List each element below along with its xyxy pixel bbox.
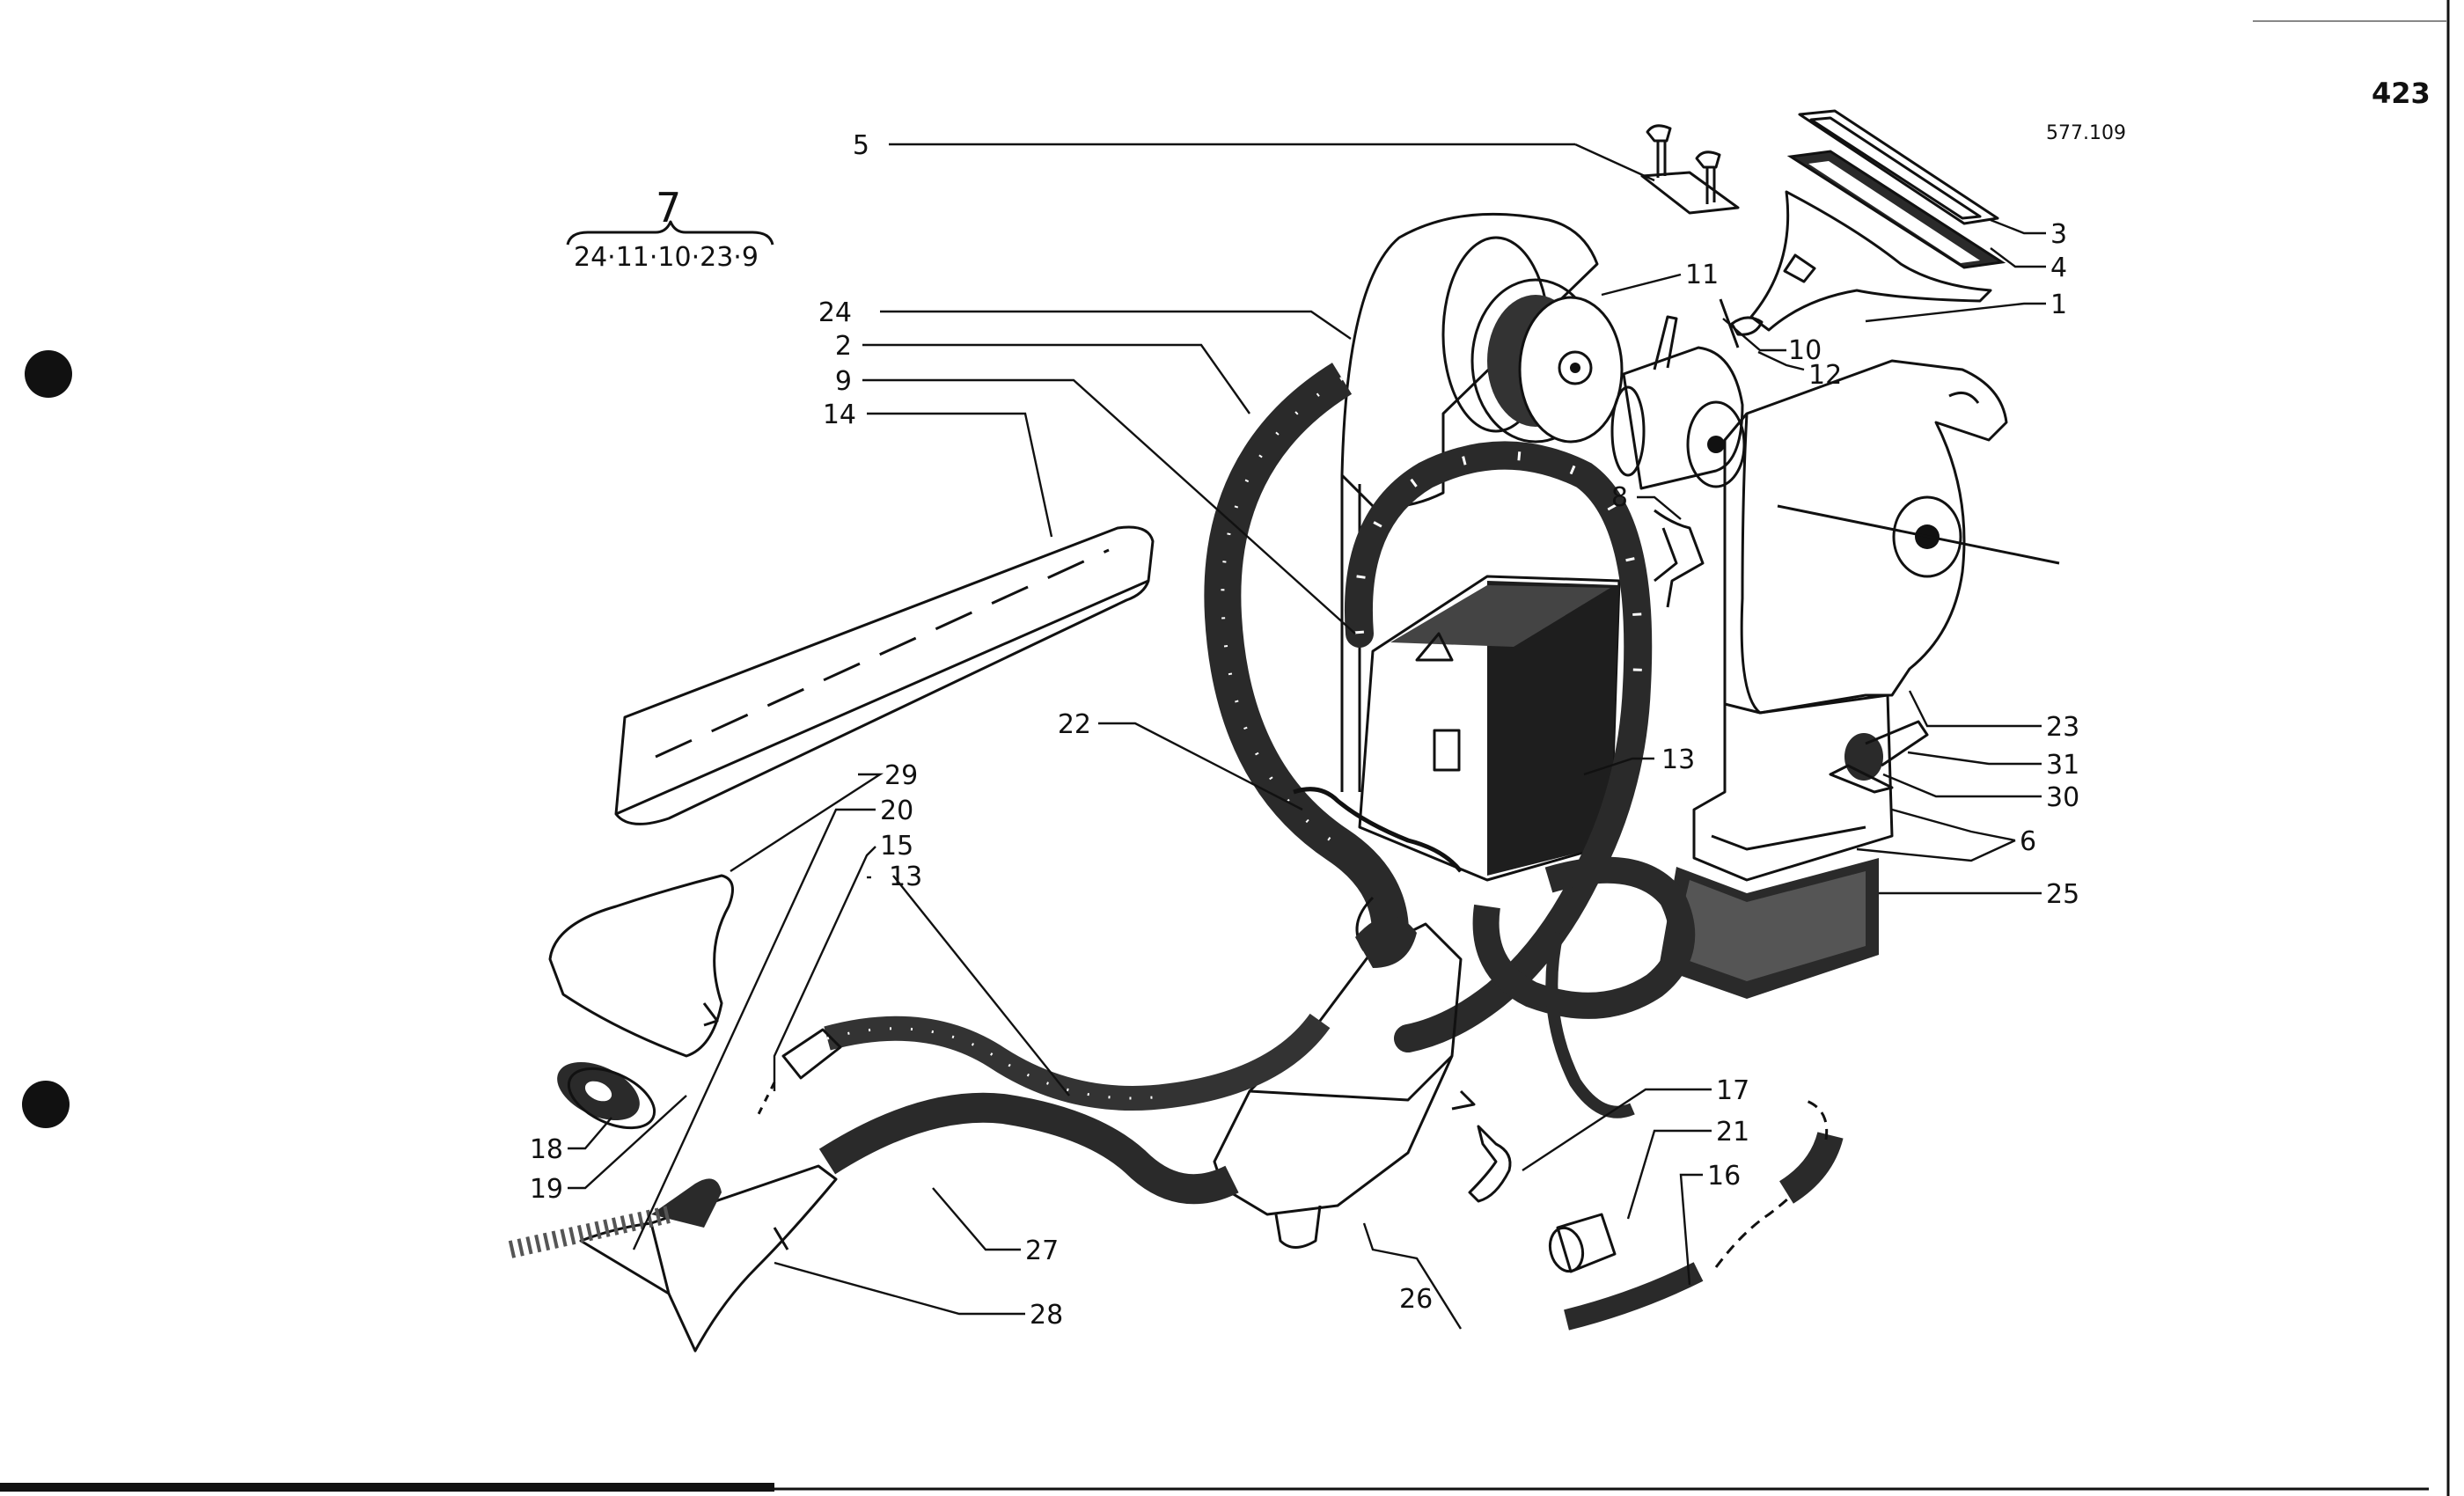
binder-hole-top	[25, 350, 72, 398]
callout-25: 25	[2046, 879, 2079, 910]
callout-labels: 5 3 4 1 24 11 10 12 2 9 14 8 22 13 23 31…	[530, 130, 2079, 1331]
callout-13-lower: 13	[889, 862, 922, 892]
binder-hole-bottom	[22, 1081, 70, 1128]
callout-19: 19	[530, 1174, 563, 1205]
adjuster-spindle-part-30	[1829, 764, 1894, 794]
hose-part-16	[1564, 1098, 1844, 1331]
blower-wheel-part-11	[1470, 278, 1624, 444]
outlet-grille-part-3	[1798, 109, 1999, 225]
defroster-nozzle-part-14	[614, 525, 1155, 825]
callout-12: 12	[1808, 360, 1842, 391]
leader-lines	[568, 143, 2046, 1330]
heater-core-part-9	[1358, 575, 1621, 882]
callout-11: 11	[1685, 260, 1719, 290]
callout-22: 22	[1058, 709, 1091, 740]
vent-cover-part-29	[548, 874, 734, 1058]
callout-10: 10	[1788, 335, 1822, 366]
air-duct-part-1	[1749, 190, 1992, 332]
hose-loop-part-13	[1472, 856, 1696, 1118]
callout-8: 8	[1611, 482, 1628, 513]
callout-31: 31	[2046, 750, 2079, 781]
callout-18: 18	[530, 1134, 563, 1165]
blower-housing-right-part-23	[1723, 359, 2060, 715]
callout-13-upper: 13	[1661, 744, 1695, 775]
air-distributor-part-26	[1213, 896, 1476, 1249]
callout-5: 5	[853, 130, 869, 161]
air-hose-part-27	[818, 1013, 1331, 1205]
insulation-block-part-25	[1659, 858, 1879, 999]
assembly-group: 7 24·11·10·23·9	[566, 184, 774, 273]
callout-29: 29	[884, 760, 918, 791]
callout-26: 26	[1399, 1284, 1433, 1315]
callout-23: 23	[2046, 712, 2079, 743]
callout-17: 17	[1716, 1075, 1749, 1106]
callout-3: 3	[2050, 219, 2067, 250]
coolant-hose-loop	[1204, 363, 1409, 934]
callout-4: 4	[2050, 253, 2067, 283]
grommet-part-18	[557, 1061, 656, 1130]
hose-connector-part-15	[755, 1028, 842, 1118]
callout-27: 27	[1025, 1236, 1059, 1266]
callout-14: 14	[823, 400, 856, 430]
callout-6: 6	[2020, 826, 2036, 857]
drawing-number: 577.109	[2046, 122, 2126, 144]
heater-base-part-6	[1692, 693, 1894, 882]
sleeve-part-21	[1548, 1213, 1617, 1273]
callout-28: 28	[1030, 1300, 1063, 1331]
callout-30: 30	[2046, 782, 2079, 813]
assembly-group-members: 24·11·10·23·9	[574, 242, 759, 273]
callout-1: 1	[2050, 290, 2067, 320]
outlet-nozzle-part-28	[579, 1164, 838, 1353]
callout-2: 2	[835, 331, 852, 362]
assembly-brace	[566, 220, 774, 246]
hose-clip-part-22	[1293, 787, 1463, 873]
inlet-hose-part-20	[508, 1206, 671, 1258]
bolts-part-5	[1640, 124, 1740, 215]
callout-9: 9	[835, 366, 852, 397]
gasket-part-4	[1786, 150, 2006, 269]
callout-24: 24	[818, 297, 852, 328]
wire-harness-part-8	[1654, 509, 1705, 608]
clamp-part-17	[1468, 1125, 1512, 1203]
callout-21: 21	[1716, 1117, 1749, 1148]
resistor-part-10	[1719, 298, 1764, 348]
adjuster-knob-part-31	[1844, 720, 1929, 781]
callout-20: 20	[880, 796, 913, 826]
callout-16: 16	[1707, 1161, 1741, 1192]
callout-15: 15	[880, 831, 913, 862]
page-number: 423	[2372, 77, 2431, 110]
